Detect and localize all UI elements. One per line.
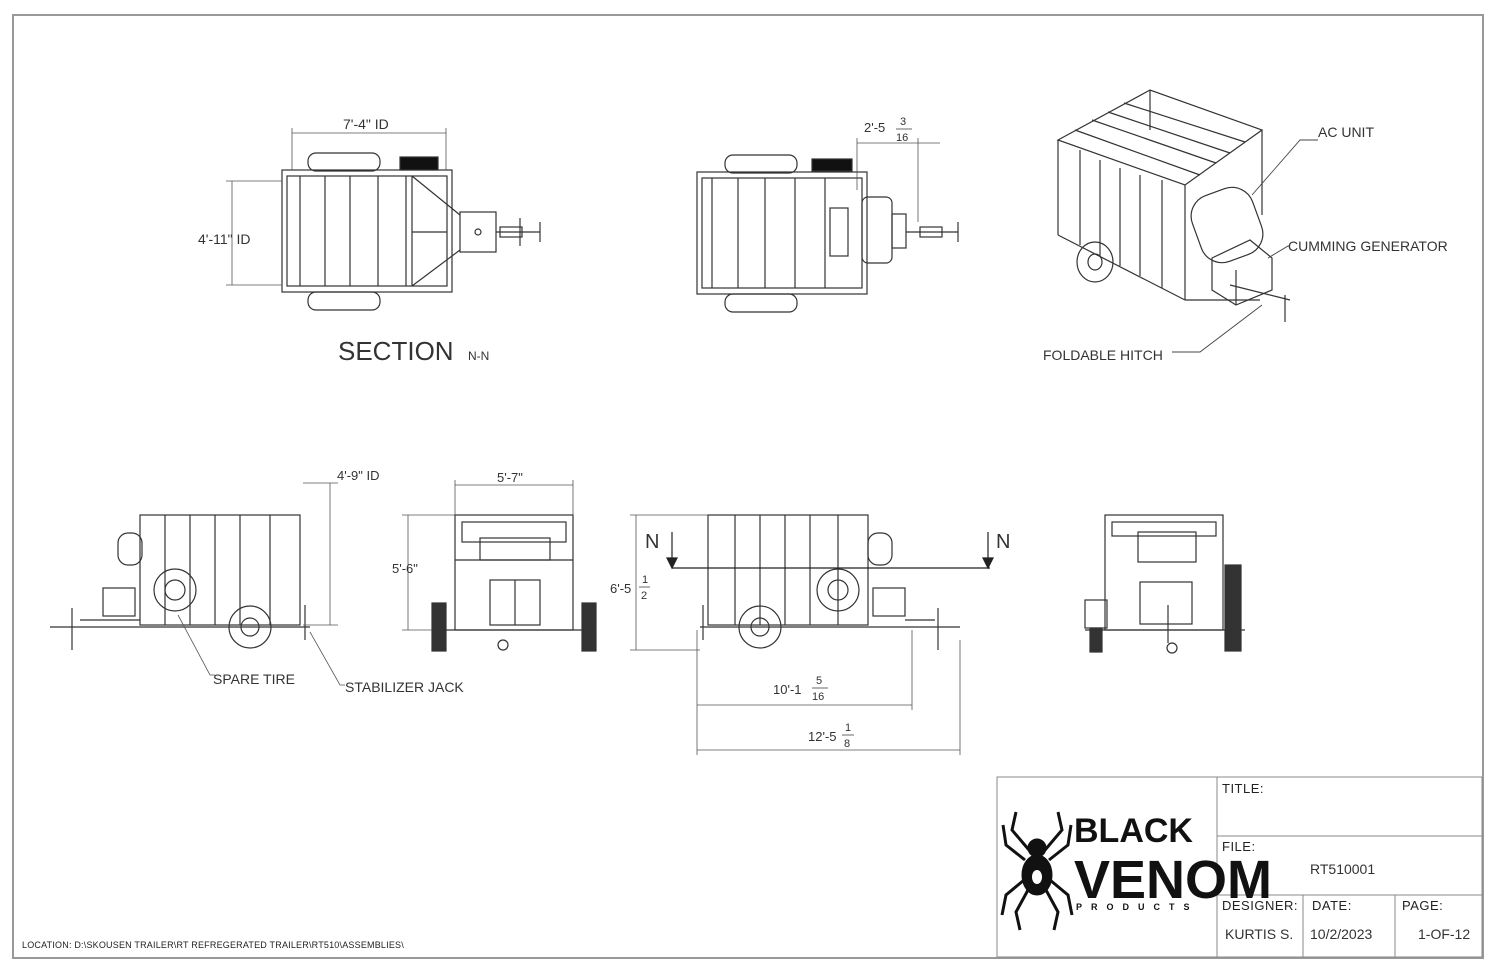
rear-view: [1084, 514, 1245, 654]
dim-overall-length: 12'-5: [808, 729, 837, 744]
designer-label: DESIGNER:: [1222, 898, 1299, 913]
side-view-right-dims: [630, 514, 961, 755]
title-block-grid: [996, 776, 1483, 958]
file-value: RT510001: [1310, 861, 1376, 877]
page-value: 1-OF-12: [1418, 926, 1471, 942]
top-view-left-dims: [226, 128, 447, 286]
dim-tongue: 2'-5: [864, 120, 885, 135]
page-label: PAGE:: [1402, 898, 1444, 913]
section-suffix: N-N: [468, 349, 489, 363]
logo-line1: BLACK: [1074, 812, 1193, 850]
callout-ac-unit: AC UNIT: [1318, 124, 1374, 140]
date-value: 10/2/2023: [1310, 926, 1373, 942]
top-view-right-dims: [856, 138, 940, 222]
callout-stabilizer-jack: STABILIZER JACK: [345, 679, 464, 695]
side-view-right: [700, 514, 960, 650]
dim-tongue-frac-num: 3: [900, 116, 906, 128]
dim-box-frac-num: 5: [816, 675, 822, 687]
dim-side2-frac-num: 1: [642, 574, 648, 586]
dim-front-width: 5'-7": [497, 470, 523, 485]
dim-front-height: 5'-6": [392, 561, 418, 576]
sheet-border: [12, 14, 1484, 959]
top-view-right: [696, 154, 959, 313]
side-view-left: [50, 514, 310, 650]
top-view-left: [281, 152, 541, 311]
dim-top-height: 4'-11" ID: [198, 231, 251, 247]
dim-side2-frac-den: 2: [641, 590, 647, 602]
section-cut-line: [666, 532, 994, 570]
side-view-left-dims: [177, 482, 345, 686]
date-label: DATE:: [1312, 898, 1352, 913]
isometric-view: [1056, 89, 1291, 322]
dim-side2-height: 6'-5: [610, 581, 631, 596]
section-label: SECTION: [338, 336, 454, 366]
dim-top-width: 7'-4" ID: [343, 116, 389, 132]
dim-overall-frac-num: 1: [845, 722, 851, 734]
callout-spare-tire: SPARE TIRE: [213, 671, 295, 687]
section-mark-left: N: [645, 531, 659, 553]
front-view-dims: [402, 480, 574, 631]
title-label: TITLE:: [1222, 781, 1265, 796]
logo-line3: PRODUCTS: [1076, 902, 1199, 912]
section-mark-right: N: [996, 531, 1010, 553]
callout-hitch: FOLDABLE HITCH: [1043, 347, 1163, 363]
file-label: FILE:: [1222, 839, 1256, 854]
dim-tongue-frac-den: 16: [896, 132, 908, 144]
spider-icon: [1000, 811, 1074, 931]
front-view: [431, 514, 597, 652]
black-venom-logo: BLACK VENOM PRODUCTS: [1000, 811, 1272, 931]
designer-value: KURTIS S.: [1225, 926, 1294, 942]
dim-box-frac-den: 16: [812, 691, 824, 703]
dim-side-height: 4'-9" ID: [337, 468, 380, 483]
dim-box-length: 10'-1: [773, 682, 802, 697]
callout-generator: CUMMING GENERATOR: [1288, 238, 1448, 254]
isometric-leaders: [1172, 139, 1318, 353]
dim-overall-frac-den: 8: [844, 738, 850, 750]
file-location: LOCATION: D:\SKOUSEN TRAILER\RT REFREGER…: [22, 940, 404, 950]
logo-line2: VENOM: [1074, 850, 1272, 910]
